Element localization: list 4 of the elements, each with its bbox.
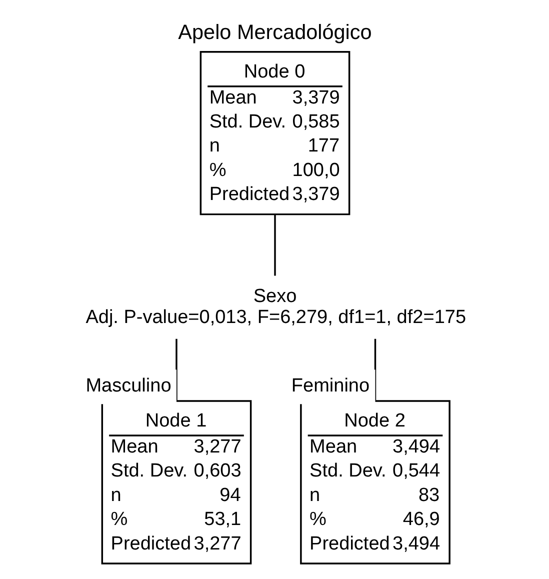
diagram-title: Apelo Mercadológico [178, 21, 372, 44]
edge-label: Feminino [290, 376, 370, 397]
node-text: Sexo Adj. P-value=0,013, F=6,279, df1=1, df2=175 [85, 286, 466, 328]
edge-label: Masculino [85, 376, 171, 397]
